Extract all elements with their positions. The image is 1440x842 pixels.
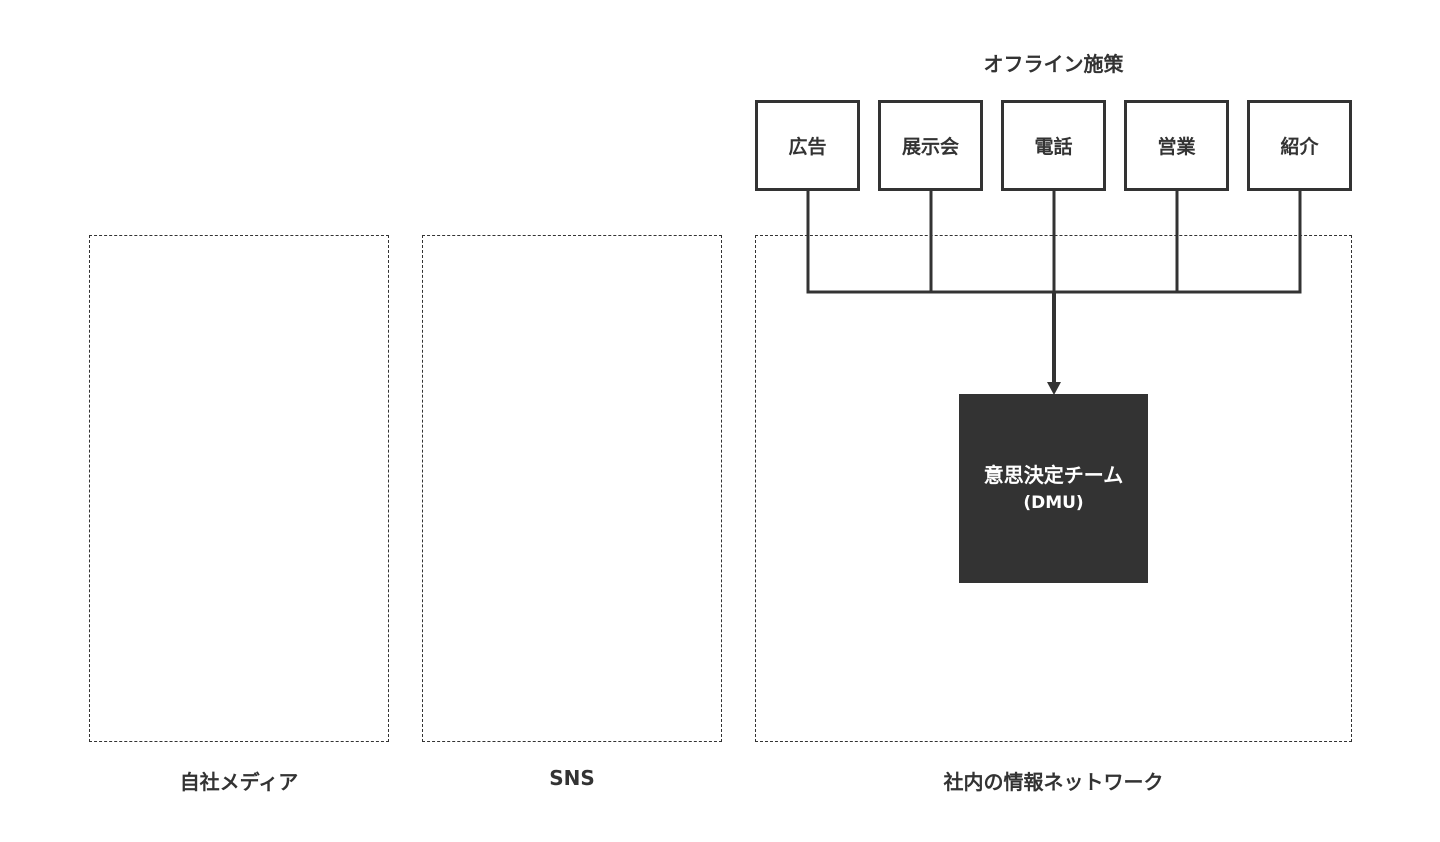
measure-box-sales: 営業	[1124, 100, 1229, 191]
own-media-container	[89, 235, 389, 742]
offline-measures-title: オフライン施策	[983, 52, 1124, 76]
dmu-subtitle: (DMU)	[1023, 492, 1084, 513]
dmu-title: 意思決定チーム	[983, 462, 1124, 487]
measure-box-exhibition: 展示会	[878, 100, 983, 191]
sns-label: SNS	[549, 766, 595, 790]
measure-box-advertising: 広告	[755, 100, 860, 191]
internal-network-label: 社内の情報ネットワーク	[943, 770, 1164, 794]
measure-box-phone: 電話	[1001, 100, 1106, 191]
measure-box-referral: 紹介	[1247, 100, 1352, 191]
sns-container	[422, 235, 722, 742]
dmu-box: 意思決定チーム (DMU)	[959, 394, 1148, 583]
own-media-label: 自社メディア	[179, 770, 299, 794]
